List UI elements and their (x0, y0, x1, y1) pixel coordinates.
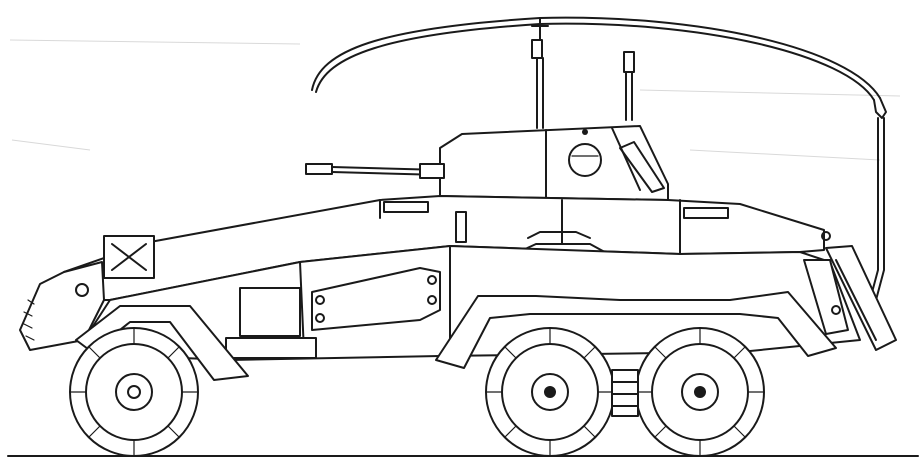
rear-wheel (635, 327, 765, 457)
front-nose (19, 235, 155, 351)
front-wheel (69, 327, 199, 457)
gun (305, 163, 445, 179)
rear-stowage (803, 231, 897, 351)
fenders (75, 291, 837, 381)
middle-wheel (485, 327, 615, 457)
paper-marks (9, 39, 901, 161)
turret (439, 125, 669, 201)
suspension (611, 369, 639, 417)
hull-lower (83, 245, 861, 361)
